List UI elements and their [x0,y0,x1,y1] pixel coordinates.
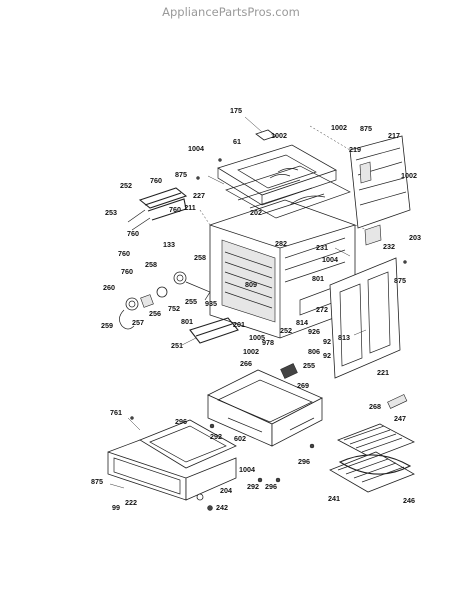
part-label: 253 [105,208,117,217]
fasteners [109,158,407,511]
part-label: 814 [296,318,308,327]
part-label: 296 [265,482,277,491]
part-label: 202 [250,208,262,217]
part-label: 926 [308,327,320,336]
bake-element [181,317,239,346]
part-label: 201 [233,320,245,329]
part-label: 255 [303,361,315,370]
part-label: 232 [383,242,395,251]
part-label: 61 [233,137,241,146]
part-label: 246 [403,496,415,505]
part-label: 256 [149,309,161,318]
part-label: 211 [184,203,196,212]
part-label: 269 [297,381,309,390]
part-label: 282 [275,239,287,248]
part-label: 99 [112,503,120,512]
side-panel [329,257,401,379]
part-label: 801 [312,274,324,283]
part-label: 92 [323,337,331,346]
part-label: 257 [132,318,144,327]
part-label: 1002 [271,131,287,140]
part-label: 241 [328,494,340,503]
part-label: 1002 [331,123,347,132]
part-label: 978 [262,338,274,347]
part-label: 217 [388,131,400,140]
part-label: 252 [280,326,292,335]
storage-drawer-frame [207,363,323,447]
part-label: 801 [181,317,193,326]
part-label: 1004 [322,255,338,264]
oven-racks [329,394,415,493]
cavity-top-frame [225,165,351,219]
part-label: 266 [240,359,252,368]
part-label: 1004 [188,144,204,153]
part-label: 222 [125,498,137,507]
part-label: 813 [338,333,350,342]
part-label: 875 [394,276,406,285]
part-label: 1004 [239,465,255,474]
part-label: 92 [323,351,331,360]
part-label: 219 [349,145,361,154]
control-knobs [119,271,211,330]
part-label: 761 [110,408,122,417]
part-label: 268 [369,402,381,411]
part-label: 175 [230,106,242,115]
part-label: 1002 [401,171,417,180]
rear-panel [309,125,411,246]
part-label: 760 [118,249,130,258]
part-label: 760 [127,229,139,238]
part-label: 251 [171,341,183,350]
part-label: 296 [298,457,310,466]
part-label: 133 [163,240,175,249]
part-label: 258 [194,253,206,262]
part-label: 760 [150,176,162,185]
part-label: 272 [316,305,328,314]
warming-drawer [107,419,237,501]
part-label: 252 [120,181,132,190]
part-label: 760 [121,267,133,276]
part-label: 203 [409,233,421,242]
part-label: 1005 [249,333,265,342]
part-label: 875 [91,477,103,486]
part-label: 221 [377,368,389,377]
part-label: 259 [101,321,113,330]
part-label: 255 [185,297,197,306]
part-label: 752 [168,304,180,313]
part-label: 809 [245,280,257,289]
part-label: 247 [394,414,406,423]
part-label: 296 [175,417,187,426]
part-label: 204 [220,486,232,495]
broil-element [127,187,188,231]
part-label: 258 [145,260,157,269]
part-label: 260 [103,283,115,292]
part-label: 242 [216,503,228,512]
watermark-text: AppliancePartsPros.com [162,5,300,19]
part-label: 1002 [243,347,259,356]
part-label: 760 [169,205,181,214]
part-label: 231 [316,243,328,252]
part-label: 292 [210,432,222,441]
part-label: 292 [247,482,259,491]
part-label: 227 [193,191,205,200]
part-label: 875 [175,170,187,179]
part-label: 806 [308,347,320,356]
part-label: 602 [234,434,246,443]
part-label: 875 [360,124,372,133]
part-label: 935 [205,299,217,308]
top-cover [217,116,337,206]
